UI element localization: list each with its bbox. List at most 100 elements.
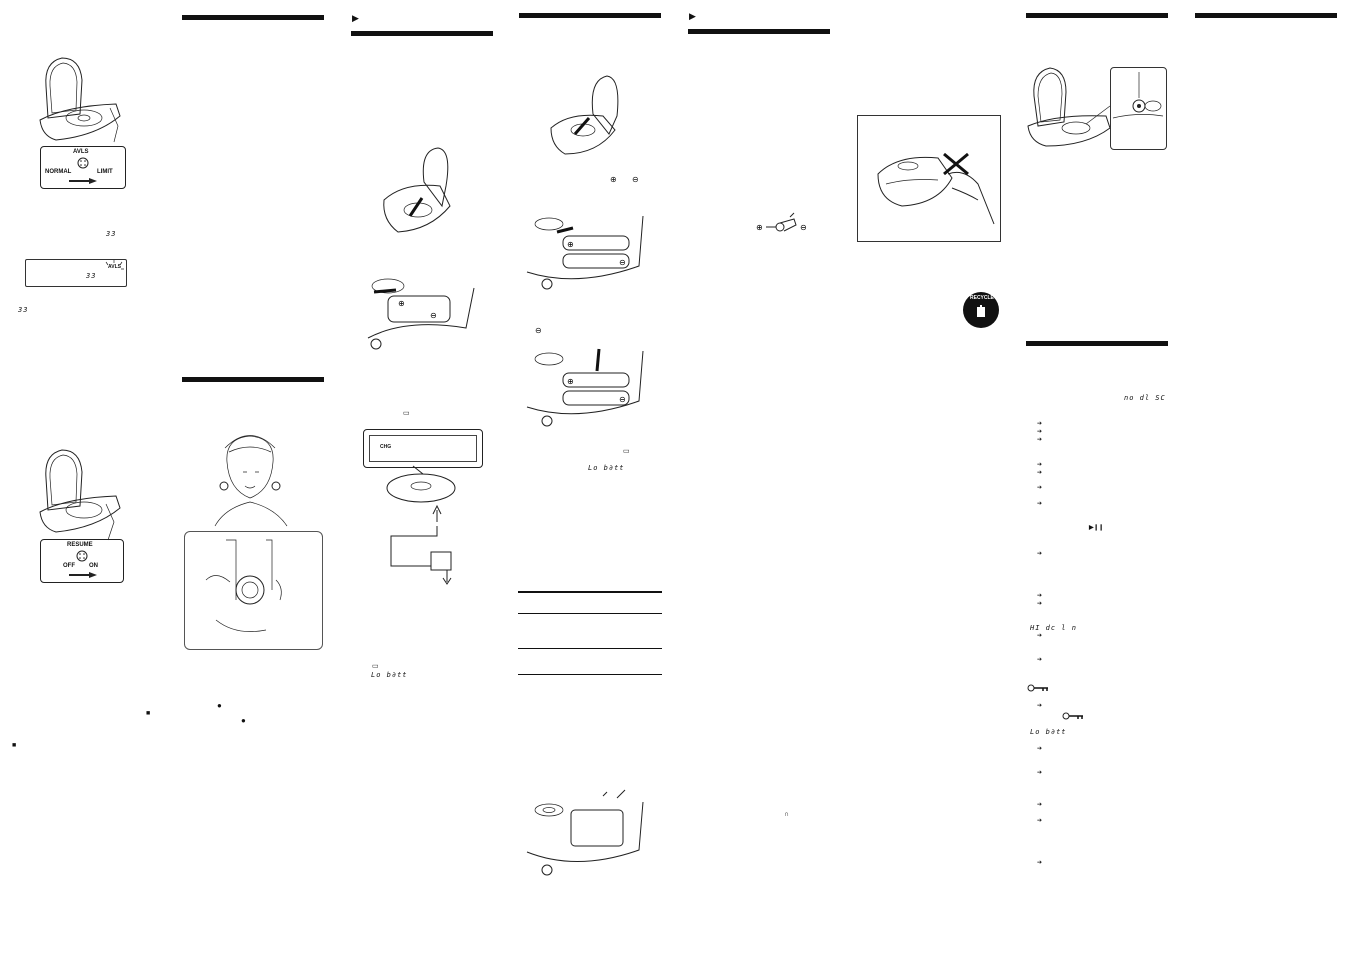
cd-player-open-battery-illustration	[383, 147, 451, 233]
arrow-bullet: ➔	[1037, 421, 1043, 427]
headphone-jack-icon: ∩	[784, 811, 790, 818]
battery-low-icon: ▭	[623, 448, 630, 455]
arrow-bullet: ➔	[1037, 462, 1043, 468]
insert-batteries-illustration: ⊕ ⊖	[526, 215, 644, 290]
svg-text:⊖: ⊖	[800, 223, 807, 232]
resume-switch-left: OFF	[63, 563, 75, 569]
lcd-digit-indicator: 33	[18, 306, 29, 314]
arrow-bullet: ➔	[1037, 593, 1043, 599]
hold-message: HI dc l n	[1030, 624, 1077, 632]
header-rule-col5	[688, 29, 830, 34]
close-battery-cover-illustration: ⊕ ⊖	[526, 348, 644, 427]
svg-text:⊕: ⊕	[567, 240, 574, 249]
header-rule-col4	[519, 13, 661, 18]
recycle-logo: RECYCLE	[963, 292, 999, 328]
battery-low-icon: ▭	[372, 663, 379, 670]
note-marker: ■	[146, 710, 151, 717]
avls-switch-left: NORMAL	[45, 169, 72, 175]
recycle-logo-text: RECYCLE	[970, 295, 994, 301]
section-marker-icon: ▶	[689, 11, 696, 21]
arrow-bullet: ➔	[1037, 770, 1043, 776]
play-pause-icon: ▶❙❙	[1089, 525, 1104, 531]
right-channel-icon: ●	[241, 716, 246, 725]
cd-player-reset-illustration	[1027, 67, 1111, 147]
dc-plug-polarity-icon: ⊕ ⊖	[756, 212, 807, 232]
arrow-bullet: ➔	[1037, 429, 1043, 435]
minus-terminal-icon: ⊖	[632, 175, 639, 184]
note-marker: ■	[12, 742, 17, 749]
charging-lcd-label: CHG	[380, 444, 392, 450]
blink-rays-icon	[105, 260, 124, 270]
svg-text:⊕: ⊕	[398, 299, 405, 308]
switch-knob-icon	[76, 550, 88, 562]
arrow-bullet: ➔	[1037, 601, 1043, 607]
warning-figure-box	[857, 115, 1001, 242]
plus-terminal-icon: ⊕	[610, 175, 617, 184]
low-battery-message: Lo b∂tt	[371, 671, 408, 679]
arrow-right-icon	[69, 572, 97, 578]
arrow-bullet: ➔	[1037, 818, 1043, 824]
lcd-display-avls: 33 AVLS	[25, 259, 127, 287]
charger-connection-illustration	[386, 465, 456, 585]
hold-key-icon	[1027, 684, 1048, 692]
arrow-bullet: ➔	[1037, 501, 1043, 507]
header-rule-col8	[1195, 13, 1337, 18]
resume-switch-callout: RESUME OFF ON	[40, 539, 124, 583]
lcd-inner	[369, 435, 477, 462]
avls-switch-callout: AVLS NORMAL LIMIT	[40, 146, 126, 189]
arrow-bullet: ➔	[1037, 703, 1043, 709]
arrow-bullet: ➔	[1037, 633, 1043, 639]
battery-compartment-empty-illustration	[526, 789, 644, 876]
person-headphones-illustration	[214, 435, 288, 527]
cd-player-avls-illustration	[39, 57, 121, 143]
ear-detail-callout	[184, 531, 323, 650]
header-rule-col7	[1026, 13, 1168, 18]
arrow-right-icon	[69, 178, 97, 184]
lcd-display-charging: CHG	[363, 429, 483, 468]
arrow-bullet: ➔	[1037, 470, 1043, 476]
recycle-battery-icon	[977, 305, 985, 317]
resume-switch-right: ON	[89, 563, 98, 569]
avls-switch-title: AVLS	[73, 149, 89, 155]
svg-text:⊖: ⊖	[619, 395, 626, 404]
svg-text:⊕: ⊕	[567, 377, 574, 386]
table-row-rule	[518, 648, 662, 649]
arrow-bullet: ➔	[1037, 551, 1043, 557]
lcd-avls-label: AVLS	[108, 264, 121, 270]
section-rule-headphones	[182, 377, 324, 382]
arrow-bullet: ➔	[1037, 485, 1043, 491]
header-rule-col3	[351, 31, 493, 36]
header-rule-col2	[182, 15, 324, 20]
battery-compartment-illustration: ⊕ ⊖	[367, 278, 475, 350]
arrow-bullet: ➔	[1037, 657, 1043, 663]
resume-switch-title: RESUME	[67, 542, 93, 548]
no-disc-message: no dl SC	[1124, 394, 1166, 402]
svg-text:⊖: ⊖	[619, 258, 626, 267]
low-battery-message: Lo b∂tt	[1030, 728, 1067, 736]
table-top-rule	[518, 591, 662, 593]
reset-button-detail	[1112, 72, 1164, 119]
battery-pack-icon: ▭	[403, 410, 410, 417]
cd-player-resume-illustration	[39, 449, 121, 541]
hold-key-icon	[1062, 712, 1083, 720]
arrow-bullet: ➔	[1037, 746, 1043, 752]
ear-detail-illustration	[205, 539, 282, 632]
low-battery-message: Lo b∂tt	[588, 464, 625, 472]
table-row-rule	[518, 613, 662, 614]
section-rule-troubleshoot	[1026, 341, 1168, 346]
switch-knob-icon	[77, 157, 89, 169]
reset-button-detail-callout	[1110, 67, 1167, 150]
arrow-bullet: ➔	[1037, 437, 1043, 443]
svg-text:⊕: ⊕	[756, 223, 763, 232]
cross-mark-icon	[943, 152, 969, 176]
arrow-bullet: ➔	[1037, 860, 1043, 866]
svg-text:⊖: ⊖	[430, 311, 437, 320]
hand-holding-player-illustration	[877, 156, 995, 225]
table-bottom-rule	[518, 674, 662, 675]
cd-player-lid-open-illustration	[550, 75, 619, 155]
lcd-digit-indicator: 33	[86, 272, 97, 280]
arrow-bullet: ➔	[1037, 802, 1043, 808]
lcd-digit-indicator: 33	[106, 230, 117, 238]
minus-terminal-icon: ⊖	[535, 326, 542, 335]
section-marker-icon: ▶	[352, 13, 359, 23]
